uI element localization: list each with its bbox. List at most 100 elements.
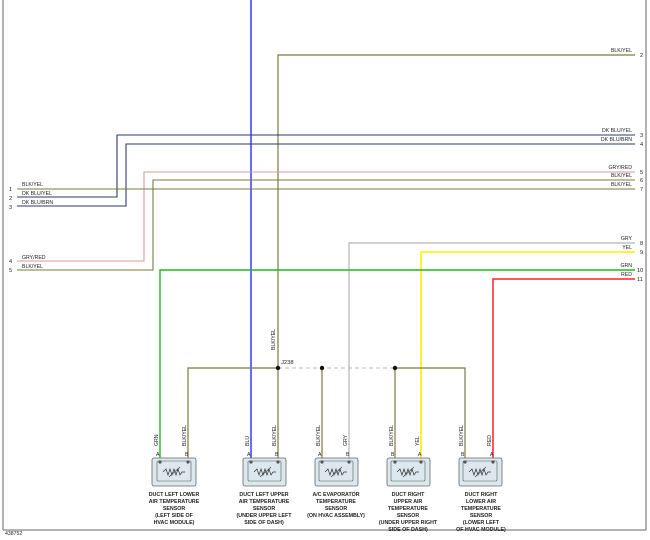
sensor-terminal: [276, 460, 280, 464]
sensor-terminal: [419, 460, 423, 464]
sensor-inner: [247, 460, 282, 482]
sensor-pin-label: B: [391, 452, 395, 458]
vertical-wire-label: BLK/YEL: [271, 329, 277, 350]
splice-node: [319, 365, 325, 371]
wire-dk-blu-yel: [17, 134, 635, 198]
sensor-wire-label: BLK/YEL: [389, 425, 395, 446]
thermistor-arrow: [474, 466, 487, 478]
splice-branch-right: [395, 367, 466, 458]
right-wire-label: BLK/YEL: [611, 173, 632, 179]
wire-dk-blu-brn: [17, 143, 635, 207]
splice-branch-left: [187, 367, 278, 458]
wire-blk-yel-pin2: [277, 54, 635, 458]
left-wire-label: BLK/YEL: [22, 264, 43, 270]
sensor-inner: [318, 460, 354, 482]
right-pin-number: 11: [637, 277, 643, 283]
sensor-pin-label: A: [490, 452, 494, 458]
wire-gry-red: [17, 171, 635, 262]
sensor-inner: [156, 460, 192, 482]
sensor-pin-label: B: [461, 452, 465, 458]
sensor-terminal: [463, 460, 467, 464]
thermistor-arrow: [330, 466, 343, 478]
sensor-wire-label: BLK/YEL: [316, 425, 322, 446]
right-wire-label: GRY/RED: [608, 165, 632, 171]
left-wire-label: DK BLU/BRN: [22, 200, 53, 206]
sensor-pin-label: B: [185, 452, 189, 458]
thermistor-arrow: [402, 466, 415, 478]
thermistor-symbol: [324, 467, 347, 477]
right-connector: BLK/YEL DK BLU/YEL DK BLU/BRN GRY/RED BL…: [601, 48, 643, 283]
left-pin-number: 1: [9, 187, 12, 193]
sensor-pin-label: B: [346, 452, 350, 458]
right-wire-label: RED: [621, 272, 632, 278]
right-pin-number: 6: [640, 178, 643, 184]
splice-node: [392, 365, 398, 371]
sensor-terminal: [249, 460, 253, 464]
sensor-inner: [462, 460, 498, 482]
sensor-body: [151, 457, 197, 487]
thermistor-arrow: [168, 466, 181, 478]
right-pin-number: 9: [640, 250, 643, 256]
sensor-wire-label: BLU: [245, 436, 251, 446]
sensor-pin-label: A: [156, 452, 160, 458]
sensor-wire-label: GRY: [343, 434, 349, 446]
figure-id: 438752: [5, 531, 22, 537]
wire-gry: [348, 242, 635, 458]
right-wire-label: BLK/YEL: [611, 182, 632, 188]
thermistor-symbol: [468, 467, 491, 477]
sensor-pin-label: A: [318, 452, 322, 458]
left-pin-number: 3: [9, 205, 12, 211]
thermistor-arrow: [259, 466, 272, 478]
right-pin-number: 8: [640, 241, 643, 247]
sensor-terminal: [347, 460, 351, 464]
left-wire-label: GRY/RED: [22, 255, 46, 261]
sensor-pin-label: B: [275, 452, 279, 458]
splice-node: [275, 365, 281, 371]
right-pin-number: 3: [640, 133, 643, 139]
right-pin-number: 4: [640, 142, 643, 148]
right-pin-number: 10: [637, 268, 643, 274]
sensor-wire-label: BLK/YEL: [272, 425, 278, 446]
splice-label: J238: [281, 360, 294, 366]
sensor-pin-label: A: [418, 452, 422, 458]
left-wire-label: DK BLU/YEL: [22, 191, 52, 197]
right-wire-label: GRY: [621, 236, 633, 242]
sensor-wire-label: BLK/YEL: [459, 425, 465, 446]
wire-grn: [159, 269, 635, 458]
right-wire-label: GRN: [620, 263, 632, 269]
right-wire-label: BLK/YEL: [611, 48, 632, 54]
sensor-terminal: [320, 460, 324, 464]
sensor-wire-label: RED: [487, 435, 493, 446]
thermistor-symbol: [253, 467, 276, 477]
right-wire-label: YEL: [622, 245, 632, 251]
left-pin-number: 4: [9, 259, 12, 265]
sensor-terminal: [158, 460, 162, 464]
thermistor-symbol: [396, 467, 419, 477]
right-pin-number: 5: [640, 170, 643, 176]
sensor-wire-label: YEL: [415, 436, 421, 446]
sensor-wire-label: GRN: [154, 434, 160, 446]
wire-red: [492, 278, 635, 458]
wire-blk-yel-pin6: [17, 179, 635, 271]
right-pin-number: 2: [640, 53, 643, 59]
sensor-terminal: [393, 460, 397, 464]
sensor-terminal: [186, 460, 190, 464]
sensor-inner: [390, 460, 426, 482]
thermistor-symbol: [162, 467, 185, 477]
sensor-body: [242, 457, 287, 487]
sensor-pin-label: A: [247, 452, 251, 458]
right-wire-label: DK BLU/YEL: [602, 128, 632, 134]
left-wire-label: BLK/YEL: [22, 182, 43, 188]
left-pin-number: 5: [9, 268, 12, 274]
sensor-terminal: [491, 460, 495, 464]
